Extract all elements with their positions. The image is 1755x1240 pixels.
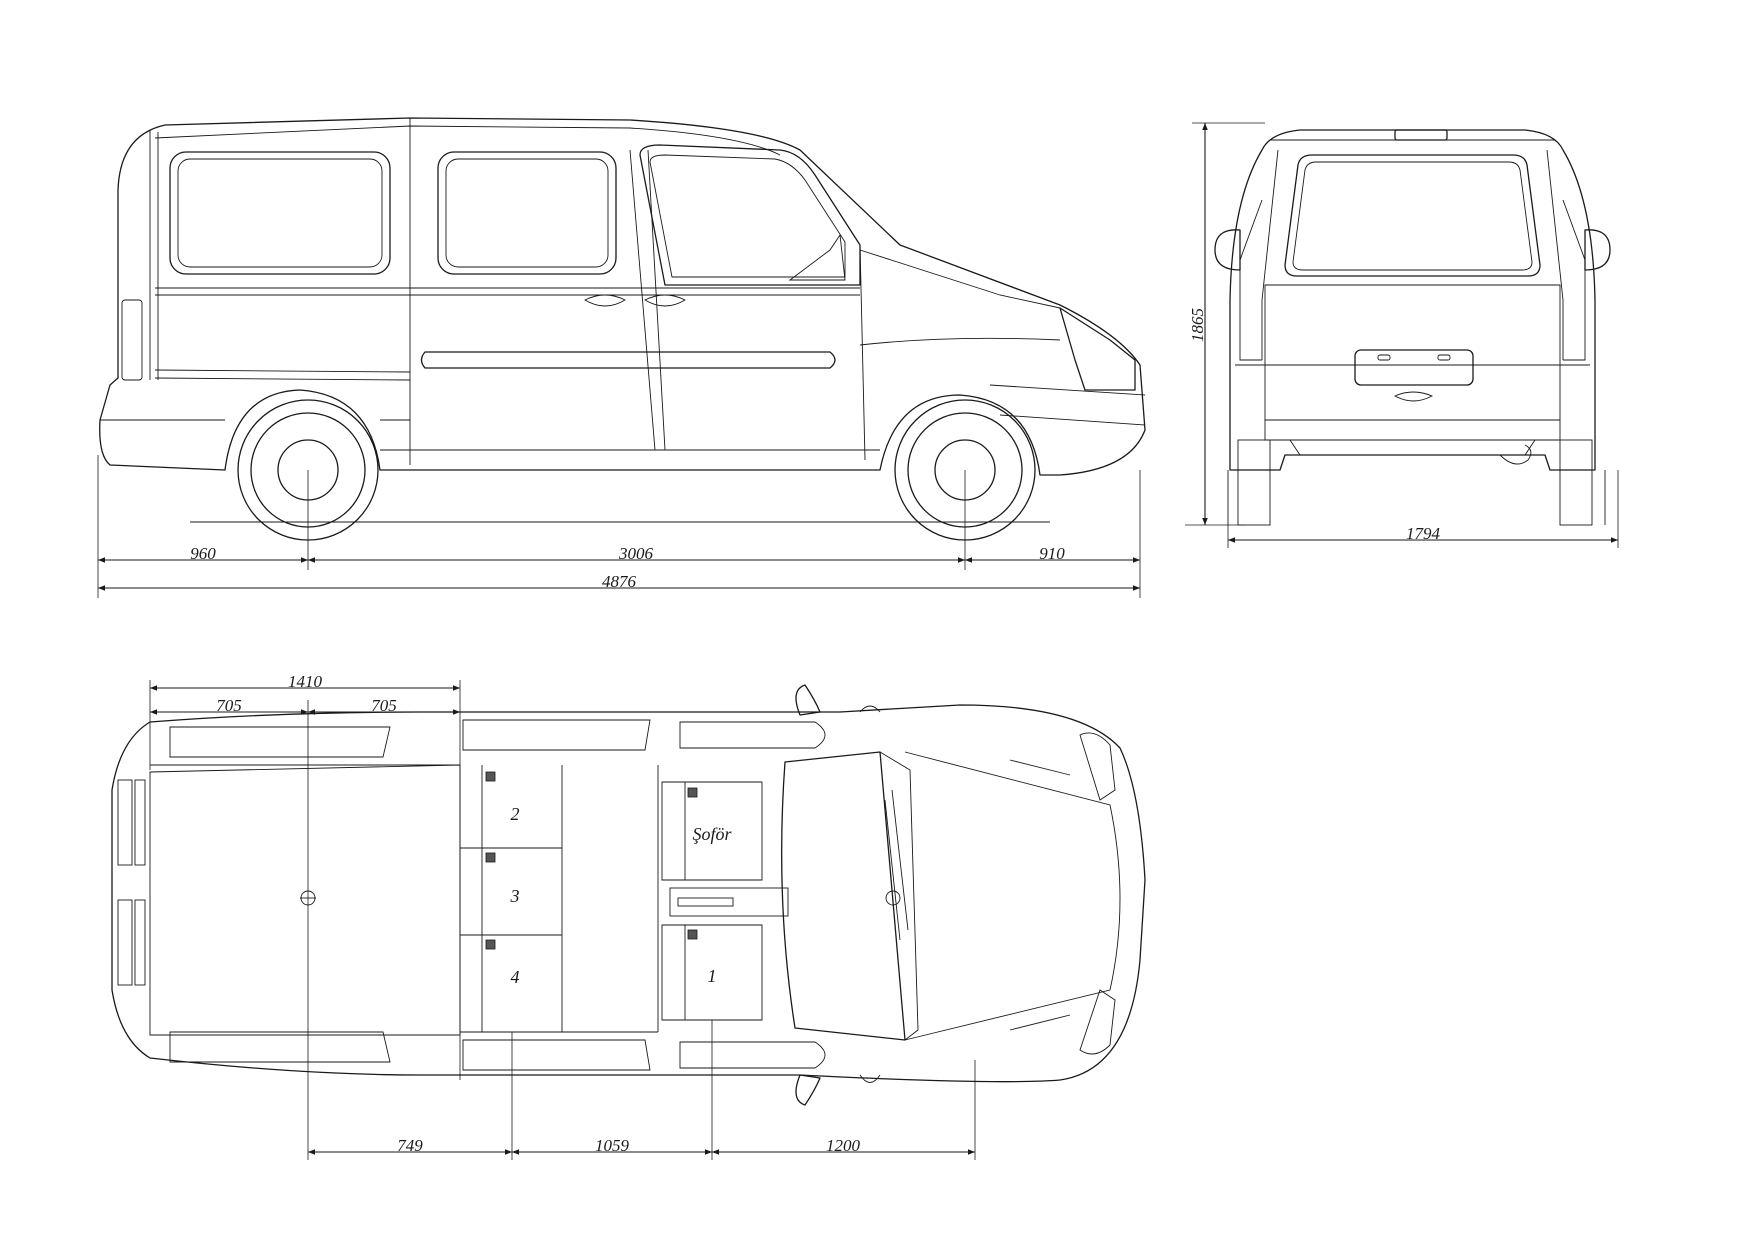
top-view: 2 3 4 Şoför 1 1410 705 705 xyxy=(111,672,1146,1160)
dim-rear-overhang: 960 xyxy=(190,544,216,563)
dim-cargo-width: 1410 xyxy=(288,672,323,691)
side-headlight xyxy=(1059,307,1136,391)
driver-seat-label: Şoför xyxy=(692,824,732,844)
seat-4-label: 4 xyxy=(511,967,520,987)
top-windscreen xyxy=(781,751,906,1041)
dim-height: 1865 xyxy=(1188,308,1207,342)
seat-2-label: 2 xyxy=(511,804,520,824)
dim-front-overhang: 910 xyxy=(1039,544,1065,563)
top-left-mirror xyxy=(795,684,821,716)
top-body-outline xyxy=(111,704,1146,1083)
side-middle-window xyxy=(437,151,617,275)
side-view: 960 3006 910 4876 xyxy=(97,117,1146,598)
dim-half-width-right: 705 xyxy=(371,696,397,715)
top-right-mirror xyxy=(795,1074,821,1106)
side-rear-window xyxy=(169,151,391,275)
side-front-window xyxy=(639,144,861,286)
dim-half-width-left: 705 xyxy=(216,696,242,715)
dim-wheelbase: 3006 xyxy=(618,544,654,563)
rear-plate-recess xyxy=(1354,349,1474,386)
rear-window xyxy=(1284,154,1541,277)
dim-seat-gap-middle: 1059 xyxy=(595,1136,630,1155)
dim-seat-gap-front: 1200 xyxy=(826,1136,861,1155)
dim-seat-gap-rear: 749 xyxy=(397,1136,423,1155)
seat-3-label: 3 xyxy=(510,886,520,906)
rear-right-mirror xyxy=(1584,229,1611,271)
dim-overall-length: 4876 xyxy=(602,572,637,591)
side-body-outline xyxy=(99,117,1146,476)
rear-body-outline xyxy=(1229,129,1596,471)
rear-view: 1865 1794 xyxy=(1185,122,1619,548)
seat-1-label: 1 xyxy=(708,966,717,986)
rear-left-mirror xyxy=(1214,229,1241,271)
dim-width: 1794 xyxy=(1406,524,1441,543)
